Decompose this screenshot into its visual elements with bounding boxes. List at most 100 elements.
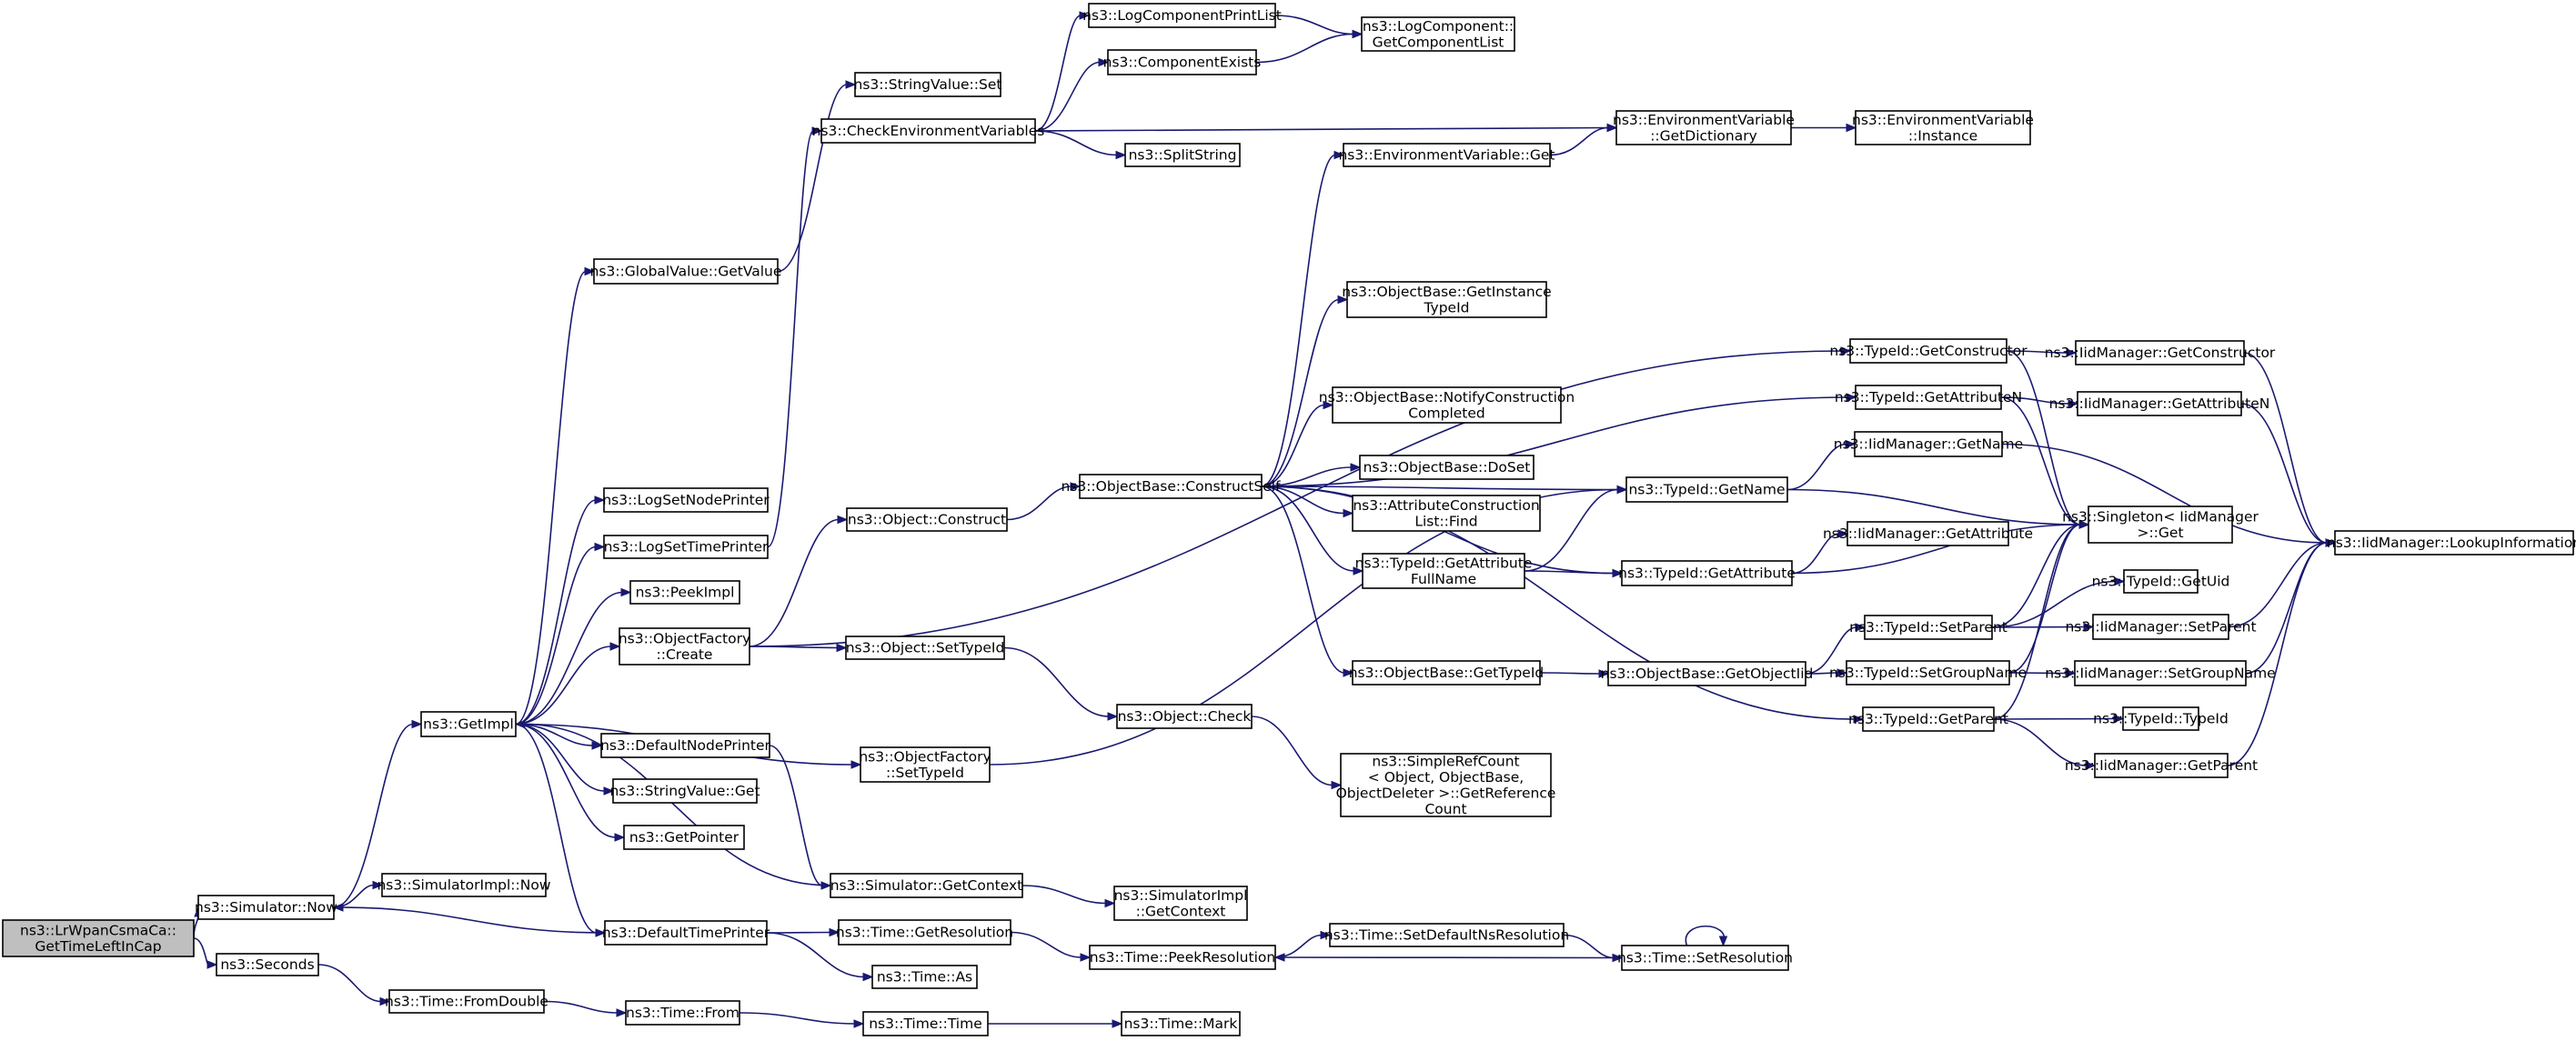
node-iidgetparent[interactable]: ns3::IidManager::GetParent (2065, 753, 2258, 778)
node-simnow[interactable]: ns3::Simulator::Now (195, 895, 337, 920)
node-simgetctx[interactable]: ns3::Simulator::GetContext (830, 873, 1023, 898)
arrowhead-icon (1837, 529, 1849, 538)
node-peekimpl[interactable]: ns3::PeekImpl (629, 580, 740, 605)
node-box (1113, 886, 1248, 921)
arrowhead-icon (1853, 715, 1865, 724)
node-iidsetparent[interactable]: ns3::IidManager::SetParent (2065, 614, 2257, 640)
node-iidsetgroup[interactable]: ns3::IidManager::SetGroupName (2045, 660, 2276, 686)
node-deftime[interactable]: ns3::DefaultTimePrinter (602, 920, 770, 946)
node-objsettypeid[interactable]: ns3::Object::SetTypeId (845, 636, 1005, 660)
node-iidgetname[interactable]: ns3::IidManager::GetName (1834, 431, 2023, 457)
edge-line (769, 745, 823, 886)
node-obconstructself[interactable]: ns3::ObjectBase::ConstructSelf (1061, 474, 1281, 499)
edge-line (1805, 672, 1839, 675)
node-checkenv[interactable]: ns3::CheckEnvironmentVariables (812, 118, 1045, 144)
node-box (1116, 704, 1253, 729)
node-logtime[interactable]: ns3::LogSetTimePrinter (603, 535, 769, 559)
node-getres[interactable]: ns3::Time::GetResolution (836, 919, 1013, 946)
node-iidgetattr[interactable]: ns3::IidManager::GetAttribute (1823, 521, 2033, 546)
arrowhead-icon (616, 1008, 628, 1017)
node-simimplctx[interactable]: ns3::SimulatorImpl::GetContext (1113, 886, 1248, 921)
node-tidsetparent[interactable]: ns3::TypeId::SetParent (1849, 615, 2007, 640)
edge-defnode-to-simgetctx (769, 745, 832, 890)
arrowhead-icon (1331, 780, 1343, 790)
node-splitstring[interactable]: ns3::SplitString (1124, 143, 1241, 167)
node-objconstruct[interactable]: ns3::Object::Construct (846, 507, 1008, 532)
node-globalget[interactable]: ns3::GlobalValue::GetValue (590, 258, 782, 285)
node-logcgcl[interactable]: ns3::LogComponent::GetComponentList (1361, 16, 1515, 52)
arrowhead-icon (1846, 123, 1857, 133)
node-box (820, 118, 1036, 144)
node-envinst[interactable]: ns3::EnvironmentVariable::Instance (1852, 110, 2034, 145)
arrowhead-icon (1107, 712, 1119, 721)
edge-simnow-to-simimplnow (333, 880, 384, 908)
node-label: ns3::Time::SetResolution (1617, 950, 1793, 966)
node-root[interactable]: ns3::LrWpanCsmaCa::GetTimeLeftInCap (2, 919, 195, 957)
node-peekres[interactable]: ns3::Time::PeekResolution (1089, 945, 1276, 970)
node-label: ns3::IidManager::SetGroupName (2045, 666, 2275, 682)
node-label: ns3::Simulator::GetContext (830, 877, 1023, 894)
edge-time-to-mark (987, 1019, 1123, 1028)
edge-line (515, 499, 597, 726)
edge-tidsetgroup-to-singleton (2008, 520, 2090, 674)
node-tidtypeid[interactable]: ns3::TypeId::TypeId (2093, 706, 2229, 731)
node-getpointer[interactable]: ns3::GetPointer (623, 825, 745, 850)
node-srcount[interactable]: ns3::SimpleRefCount< Object, ObjectBase,… (1336, 753, 1556, 817)
node-tidgetctor[interactable]: ns3::TypeId::GetConstructor (1829, 338, 2028, 364)
node-ofsettypeid[interactable]: ns3::ObjectFactory::SetTypeId (859, 746, 991, 783)
node-box (1340, 753, 1552, 817)
node-compexists[interactable]: ns3::ComponentExists (1103, 49, 1262, 75)
arrowhead-icon (2078, 520, 2090, 529)
node-obgettypeid[interactable]: ns3::ObjectBase::GetTypeId (1349, 660, 1545, 686)
node-box (1855, 385, 2002, 410)
node-ofcreate[interactable]: ns3::ObjectFactory::Create (619, 627, 750, 666)
node-setdefns[interactable]: ns3::Time::SetDefaultNsResolution (1324, 923, 1569, 947)
node-strset[interactable]: ns3::StringValue::Set (854, 72, 1002, 97)
node-envdict[interactable]: ns3::EnvironmentVariable::GetDictionary (1613, 110, 1795, 145)
node-tidgetparent[interactable]: ns3::TypeId::GetParent (1848, 706, 2008, 732)
node-label: ns3::PeekImpl (636, 585, 735, 601)
arrowhead-icon (1616, 485, 1628, 495)
node-tidgetattr[interactable]: ns3::TypeId::GetAttribute (1618, 560, 1796, 586)
node-lognode[interactable]: ns3::LogSetNodePrinter (602, 487, 770, 513)
edge-getimpl-to-peekimpl (515, 587, 632, 726)
node-iidgetattrn[interactable]: ns3::IidManager::GetAttributeN (2049, 391, 2270, 416)
node-objcheck[interactable]: ns3::Object::Check (1116, 704, 1253, 729)
node-mark[interactable]: ns3::Time::Mark (1121, 1011, 1241, 1036)
node-tidgetattrn[interactable]: ns3::TypeId::GetAttributeN (1835, 385, 2022, 410)
node-simimplnow[interactable]: ns3::SimulatorImpl::Now (377, 873, 551, 897)
node-fromdouble[interactable]: ns3::Time::FromDouble (385, 989, 548, 1014)
node-from[interactable]: ns3::Time::From (625, 1000, 740, 1026)
node-iidgetctor[interactable]: ns3::IidManager::GetConstructor (2045, 340, 2276, 365)
node-obdoset[interactable]: ns3::ObjectBase::DoSet (1359, 455, 1535, 480)
node-seconds[interactable]: ns3::Seconds (216, 953, 319, 976)
node-logcpl[interactable]: ns3::LogComponentPrintList (1082, 3, 1282, 28)
node-getimpl[interactable]: ns3::GetImpl (420, 711, 517, 737)
node-tidgetuid[interactable]: ns3::TypeId::GetUid (2092, 569, 2230, 594)
edge-obconstructself-to-obgettypeid (1261, 485, 1354, 677)
node-obgetobjtid[interactable]: ns3::ObjectBase::GetObjectIid (1601, 661, 1814, 686)
edge-deftime-to-simnow (332, 903, 606, 934)
node-obnotify[interactable]: ns3::ObjectBase::NotifyConstructionCompl… (1319, 386, 1575, 424)
node-time[interactable]: ns3::Time::Time (862, 1011, 989, 1036)
node-strget[interactable]: ns3::StringValue::Get (609, 778, 760, 804)
node-label: ns3::Simulator::Now (195, 899, 337, 916)
node-box (1362, 553, 1525, 589)
node-defnode[interactable]: ns3::DefaultNodePrinter (600, 733, 771, 758)
node-box (1343, 143, 1551, 167)
node-box (1088, 3, 1276, 28)
node-tidgetname[interactable]: ns3::TypeId::GetName (1625, 476, 1788, 503)
node-iidlookup[interactable]: ns3::IidManager::LookupInformation (2327, 530, 2576, 556)
node-envget[interactable]: ns3::EnvironmentVariable::Get (1338, 143, 1555, 167)
node-timeas[interactable]: ns3::Time::As (871, 965, 978, 989)
node-singleton[interactable]: ns3::Singleton< IidManager>::Get (2062, 505, 2259, 544)
node-label: ::Instance (1908, 127, 1977, 144)
node-box (1332, 386, 1562, 424)
edge-getimpl-to-getpointer (515, 723, 626, 842)
node-tidsetgroup[interactable]: ns3::TypeId::SetGroupName (1829, 660, 2027, 686)
node-setres[interactable]: ns3::Time::SetResolution (1617, 945, 1793, 971)
edge-line (523, 723, 831, 886)
